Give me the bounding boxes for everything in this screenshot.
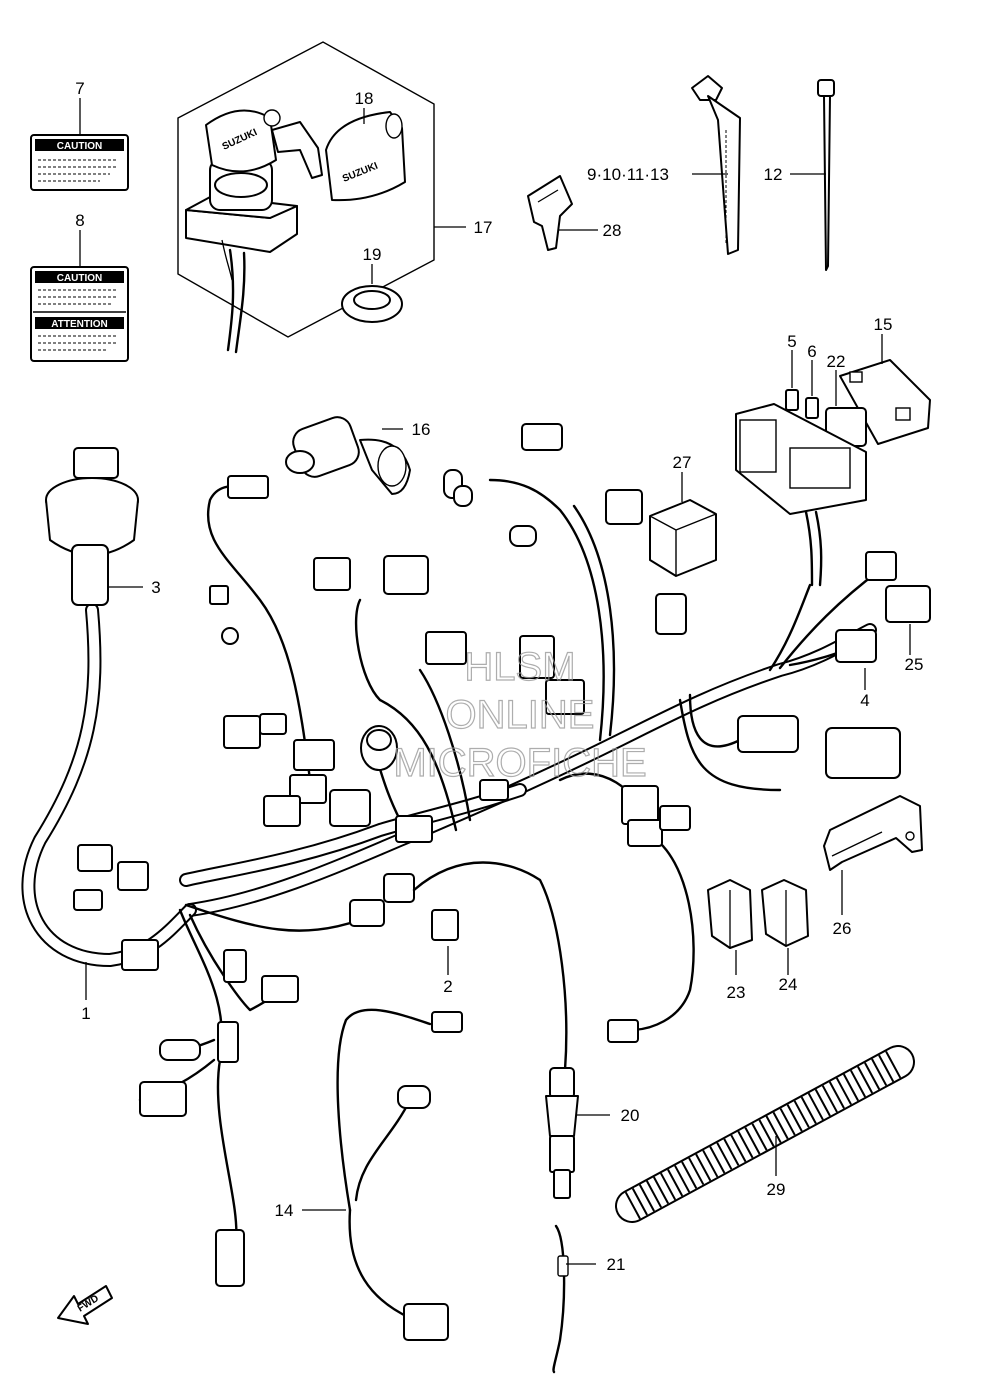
key-28 bbox=[527, 175, 573, 251]
callout-28: 28 bbox=[603, 221, 622, 240]
connector-25 bbox=[885, 585, 931, 623]
caution-label-7: CAUTION bbox=[30, 134, 129, 191]
callouts: 7 8 18 17 19 16 28 9·10·11·13 12 15 5 6 … bbox=[75, 79, 923, 1274]
callout-1: 1 bbox=[81, 1004, 90, 1023]
callout-7: 7 bbox=[75, 79, 84, 98]
callout-24: 24 bbox=[779, 975, 798, 994]
callout-22: 22 bbox=[827, 352, 846, 371]
o2-sensor-20 bbox=[412, 861, 579, 1199]
cable-tie-large bbox=[691, 75, 741, 255]
ignition-switch-set-outline bbox=[177, 41, 435, 338]
sub-harness-14 bbox=[336, 1008, 463, 1341]
attention-label-8-text: ATTENTION bbox=[51, 319, 107, 330]
accessory-socket-16 bbox=[285, 416, 411, 495]
fuse-box bbox=[735, 403, 867, 587]
callout-21: 21 bbox=[607, 1255, 626, 1274]
callout-20: 20 bbox=[621, 1106, 640, 1125]
callout-14: 14 bbox=[275, 1201, 294, 1220]
callout-5: 5 bbox=[787, 332, 796, 351]
lock-nut-19 bbox=[341, 285, 403, 323]
pin-21 bbox=[552, 1224, 569, 1374]
cover-23 bbox=[707, 879, 753, 949]
watermark: HLSM ONLINE MICROFICHE bbox=[393, 644, 648, 785]
watermark-line2: ONLINE bbox=[446, 693, 595, 737]
watermark-line1: HLSM bbox=[464, 645, 575, 689]
ignition-cap-18: SUZUKI bbox=[325, 111, 406, 202]
callout-15: 15 bbox=[874, 315, 893, 334]
caution-label-8-text: CAUTION bbox=[57, 273, 103, 284]
relay-27 bbox=[649, 499, 717, 577]
forward-direction-arrow: FWD bbox=[57, 1285, 113, 1325]
cover-24 bbox=[761, 879, 809, 947]
harness-connectors bbox=[45, 423, 901, 1287]
callout-3: 3 bbox=[151, 578, 160, 597]
caution-attention-label-8: CAUTION ATTENTION bbox=[30, 266, 129, 362]
callout-2: 2 bbox=[443, 977, 452, 996]
corrugated-tube-29 bbox=[615, 1045, 915, 1223]
bracket-26 bbox=[823, 795, 923, 871]
callout-26: 26 bbox=[833, 919, 852, 938]
callout-4: 4 bbox=[860, 691, 869, 710]
callout-27: 27 bbox=[673, 453, 692, 472]
callout-16: 16 bbox=[412, 420, 431, 439]
callout-12: 12 bbox=[764, 165, 783, 184]
callout-23: 23 bbox=[727, 983, 746, 1002]
fuse-5 bbox=[785, 389, 799, 411]
callout-18: 18 bbox=[355, 89, 374, 108]
caution-label-7-text: CAUTION bbox=[57, 141, 103, 152]
callout-6: 6 bbox=[807, 342, 816, 361]
callout-9-10-11-13: 9·10·11·13 bbox=[587, 165, 669, 184]
callout-25: 25 bbox=[905, 655, 924, 674]
fuse-6 bbox=[805, 397, 819, 419]
ignition-switch-icon: SUZUKI bbox=[185, 109, 323, 354]
callout-8: 8 bbox=[75, 211, 84, 230]
watermark-line3: MICROFICHE bbox=[393, 741, 646, 785]
callout-29: 29 bbox=[767, 1180, 786, 1199]
cable-tie-small bbox=[817, 79, 835, 271]
callout-19: 19 bbox=[363, 245, 382, 264]
callout-17: 17 bbox=[474, 218, 493, 237]
connector-2 bbox=[431, 909, 459, 941]
